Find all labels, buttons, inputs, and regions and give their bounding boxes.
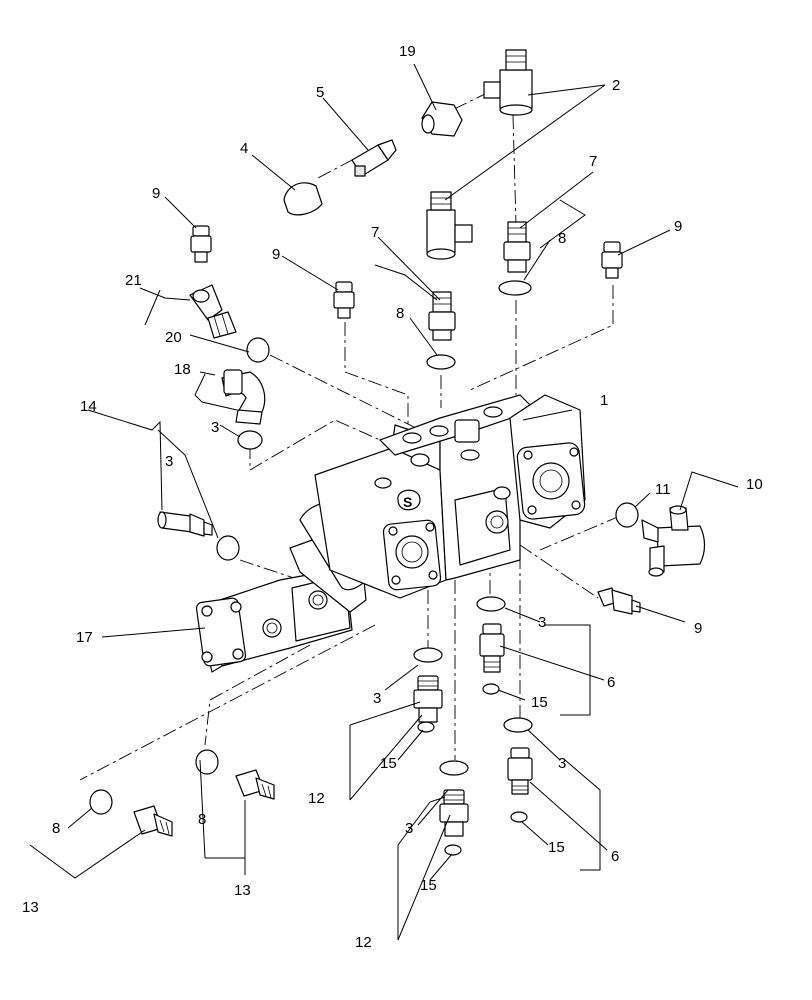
callout-3: 3 bbox=[211, 419, 219, 436]
callout-15: 15 bbox=[548, 839, 565, 856]
callout-8: 8 bbox=[396, 305, 404, 322]
callout-10: 10 bbox=[746, 476, 763, 493]
callout-3: 3 bbox=[373, 690, 381, 707]
callout-labels: 1 2 3 3 3 3 3 3 3 4 5 6 6 7 7 8 8 8 8 9 … bbox=[22, 43, 763, 951]
plug-fitting-9-right bbox=[601, 241, 623, 279]
adapter-fitting-13-left bbox=[133, 805, 173, 837]
callout-3: 3 bbox=[165, 453, 173, 470]
callout-3: 3 bbox=[538, 614, 546, 631]
dust-cap bbox=[283, 182, 323, 216]
callout-9: 9 bbox=[152, 185, 160, 202]
svg-text:S: S bbox=[403, 494, 412, 510]
callout-12: 12 bbox=[355, 934, 372, 951]
callout-3: 3 bbox=[558, 755, 566, 772]
callout-7: 7 bbox=[371, 224, 379, 241]
tee-fitting-10 bbox=[641, 505, 706, 577]
tee-fitting-lower bbox=[426, 191, 473, 260]
elbow-fitting-18 bbox=[221, 369, 266, 425]
callout-6: 6 bbox=[607, 674, 615, 691]
adapter-fitting-14 bbox=[157, 511, 213, 537]
callout-21: 21 bbox=[125, 272, 142, 289]
pressure-switch bbox=[351, 139, 397, 177]
callout-15: 15 bbox=[420, 877, 437, 894]
callout-8: 8 bbox=[52, 820, 60, 837]
adapter-fitting-13-right bbox=[235, 769, 275, 800]
callout-9: 9 bbox=[694, 620, 702, 637]
callout-17: 17 bbox=[76, 629, 93, 646]
callout-5: 5 bbox=[316, 84, 324, 101]
hex-nut bbox=[421, 101, 463, 137]
adapter-fitting-6-lower bbox=[507, 747, 533, 795]
callout-13: 13 bbox=[234, 882, 251, 899]
callout-9: 9 bbox=[674, 218, 682, 235]
callout-15: 15 bbox=[531, 694, 548, 711]
callout-1: 1 bbox=[600, 392, 608, 409]
o-rings bbox=[89, 280, 639, 856]
callout-15: 15 bbox=[380, 755, 397, 772]
callout-6: 6 bbox=[611, 848, 619, 865]
callout-8: 8 bbox=[558, 230, 566, 247]
callout-14: 14 bbox=[80, 398, 97, 415]
adapter-fitting-7-center bbox=[428, 291, 456, 341]
adapter-fitting-6-upper bbox=[479, 623, 505, 673]
tee-fitting-upper bbox=[483, 49, 533, 116]
callout-3: 3 bbox=[405, 820, 413, 837]
plug-fitting-9-lower-right bbox=[597, 587, 641, 615]
adapter-fitting-12-upper bbox=[413, 675, 443, 723]
plug-fitting-9-upper-left bbox=[190, 225, 212, 263]
callout-2: 2 bbox=[612, 77, 620, 94]
callout-9: 9 bbox=[272, 246, 280, 263]
adapter-fitting-7-right bbox=[503, 221, 531, 273]
assembly-phantom-lines bbox=[79, 91, 621, 781]
plug-fitting-9-center bbox=[333, 281, 355, 319]
callout-20: 20 bbox=[165, 329, 182, 346]
callout-4: 4 bbox=[240, 140, 248, 157]
callout-leader-lines bbox=[29, 63, 739, 941]
callout-18: 18 bbox=[174, 361, 191, 378]
callout-7: 7 bbox=[589, 153, 597, 170]
elbow-fitting-21 bbox=[189, 284, 237, 339]
callout-13: 13 bbox=[22, 899, 39, 916]
callout-8: 8 bbox=[198, 811, 206, 828]
callout-11: 11 bbox=[655, 481, 671, 498]
callout-19: 19 bbox=[399, 43, 416, 60]
tandem-pump-body: S bbox=[195, 394, 586, 673]
callout-12: 12 bbox=[308, 790, 325, 807]
